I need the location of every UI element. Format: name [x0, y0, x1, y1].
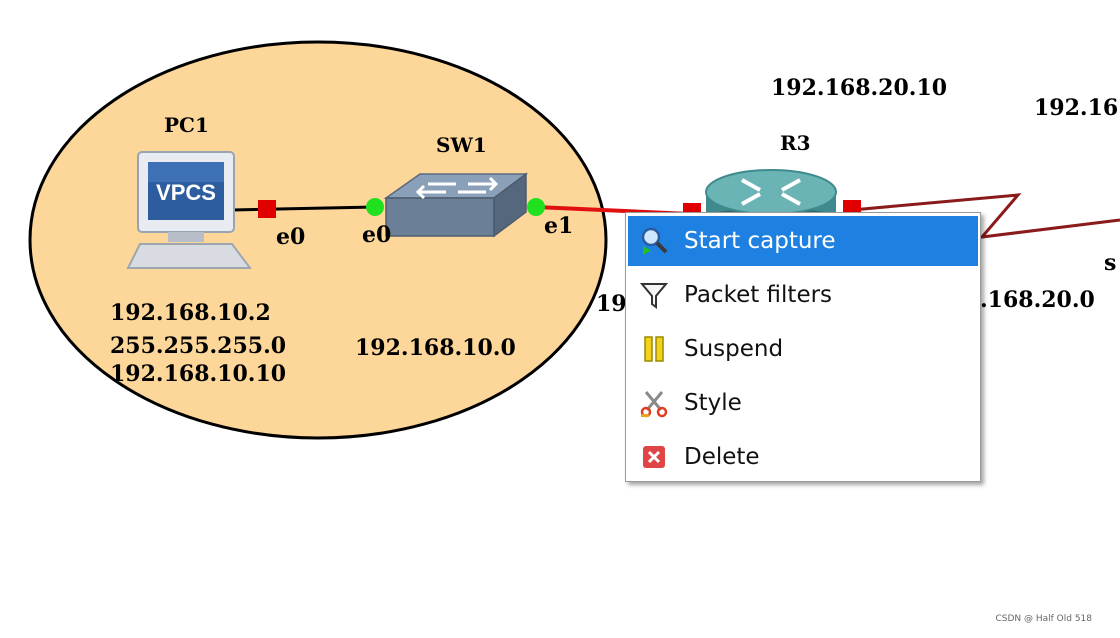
menu-item-style[interactable]: Style [628, 378, 978, 428]
scissors-style-icon [638, 387, 670, 419]
menu-item-start-capture[interactable]: Start capture [628, 216, 978, 266]
pause-icon [638, 333, 670, 365]
sw1-port-right-label: e1 [544, 213, 574, 239]
delete-x-icon [638, 441, 670, 473]
menu-item-label: Suspend [684, 336, 784, 362]
pc1-mask-label: 255.255.255.0 [110, 333, 287, 359]
pc1-node[interactable]: VPCS [126, 151, 252, 269]
pc1-ip-label: 192.168.10.2 [110, 300, 271, 326]
menu-item-packet-filters[interactable]: Packet filters [628, 270, 978, 320]
pc1-name-label: PC1 [164, 113, 209, 137]
network-area-ellipse[interactable] [28, 40, 608, 440]
sw1-name-label: SW1 [436, 133, 487, 157]
right-s-fragment: s [1104, 250, 1117, 276]
menu-item-label: Delete [684, 444, 760, 470]
pc1-port-e0-indicator[interactable] [258, 200, 276, 218]
right-net-fragment: .168.20.0 [980, 287, 1095, 313]
r3-name-label: R3 [780, 131, 811, 155]
menu-item-suspend[interactable]: Suspend [628, 324, 978, 374]
menu-item-label: Packet filters [684, 282, 833, 308]
magnifier-capture-icon [638, 225, 670, 257]
sw1-port-left-label: e0 [362, 222, 392, 248]
watermark: CSDN @ Half Old 518 [995, 614, 1092, 624]
network-label: 192.168.10.0 [355, 335, 516, 361]
r3-ip-label: 192.168.20.10 [771, 75, 948, 101]
menu-item-delete[interactable]: Delete [628, 432, 978, 482]
sw1-node[interactable] [383, 172, 529, 238]
pc1-gateway-label: 192.168.10.10 [110, 361, 287, 387]
pc1-badge-text: VPCS [156, 180, 216, 205]
sw1-port-e1-indicator[interactable] [527, 198, 545, 216]
pc1-port-label: e0 [276, 224, 306, 250]
link-r3-right[interactable] [851, 193, 1120, 239]
funnel-filter-icon [638, 279, 670, 311]
right-ip-fragment: 192.16 [1034, 95, 1119, 121]
menu-item-label: Start capture [684, 228, 836, 254]
sw1-port-e0-indicator[interactable] [366, 198, 384, 216]
link-pc1-sw1[interactable] [231, 205, 376, 212]
menu-item-label: Style [684, 390, 742, 416]
link-context-menu: Start capture Packet filters Suspend [625, 212, 981, 482]
r3-left-ip-fragment: 19 [596, 291, 627, 317]
